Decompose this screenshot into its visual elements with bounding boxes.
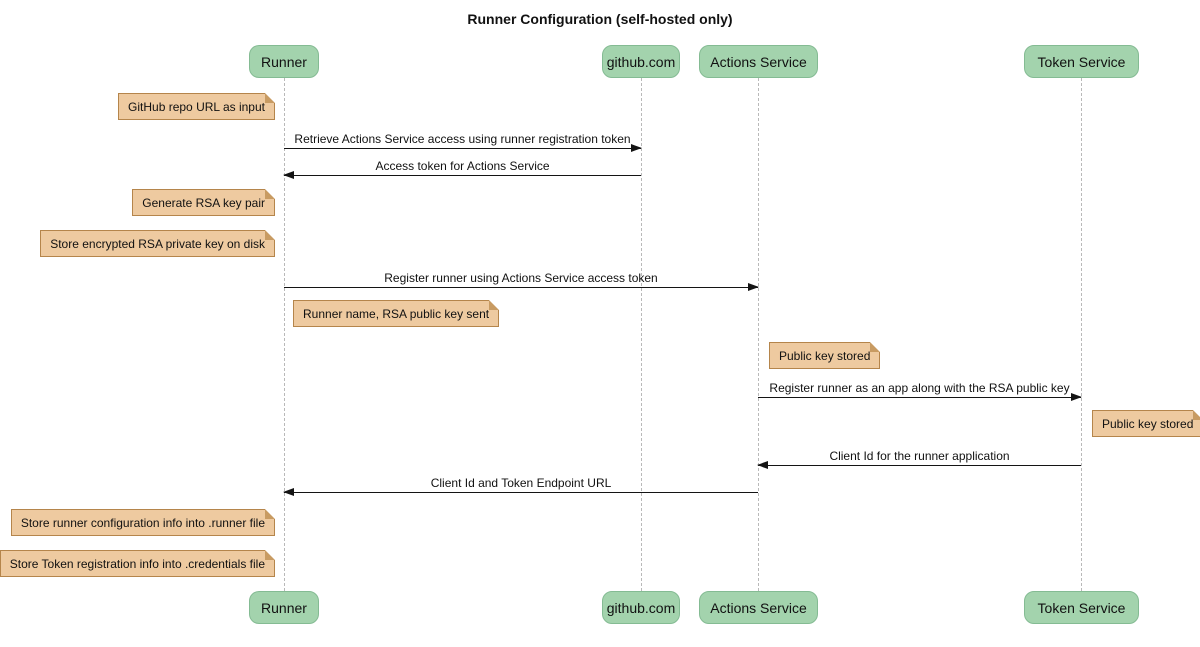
participant-actions-service-bottom: Actions Service: [699, 591, 818, 624]
note-github-repo-url: GitHub repo URL as input: [118, 93, 275, 120]
participant-actions-service-top: Actions Service: [699, 45, 818, 78]
message-register-runner: Register runner using Actions Service ac…: [284, 271, 759, 291]
arrowhead-left-icon: [283, 488, 294, 496]
message-line: [284, 283, 759, 291]
message-line: [284, 144, 642, 152]
message-label: Register runner as an app along with the…: [769, 381, 1070, 395]
arrowhead-right-icon: [748, 283, 759, 291]
arrowhead-right-icon: [631, 144, 642, 152]
message-register-runner-app: Register runner as an app along with the…: [758, 381, 1082, 401]
participant-github-top: github.com: [602, 45, 680, 78]
lifeline-token-service: [1081, 78, 1082, 591]
message-label: Client Id and Token Endpoint URL: [430, 476, 612, 490]
participant-runner-top: Runner: [249, 45, 319, 78]
lifeline-actions-service: [758, 78, 759, 591]
arrowhead-right-icon: [1071, 393, 1082, 401]
note-public-key-stored-actions: Public key stored: [769, 342, 881, 369]
note-store-credentials-file: Store Token registration info into .cred…: [0, 550, 276, 577]
message-line: [283, 171, 641, 179]
message-retrieve-actions-access: Retrieve Actions Service access using ru…: [284, 132, 642, 152]
arrowhead-left-icon: [757, 461, 768, 469]
participant-runner-bottom: Runner: [249, 591, 319, 624]
message-label: Retrieve Actions Service access using ru…: [294, 132, 631, 146]
participant-token-service-bottom: Token Service: [1024, 591, 1139, 624]
note-runner-name-sent: Runner name, RSA public key sent: [293, 300, 500, 327]
message-client-id-returned: Client Id for the runner application: [757, 449, 1081, 469]
message-label: Access token for Actions Service: [375, 159, 550, 173]
note-generate-rsa-key: Generate RSA key pair: [132, 189, 275, 216]
message-label: Client Id for the runner application: [829, 449, 1010, 463]
message-line: [757, 461, 1081, 469]
arrowhead-left-icon: [283, 171, 294, 179]
message-access-token-returned: Access token for Actions Service: [283, 159, 641, 179]
message-line: [758, 393, 1082, 401]
diagram-title: Runner Configuration (self-hosted only): [467, 11, 733, 27]
participant-github-bottom: github.com: [602, 591, 680, 624]
note-public-key-stored-token: Public key stored: [1092, 410, 1200, 437]
participant-token-service-top: Token Service: [1024, 45, 1139, 78]
lifeline-runner: [284, 78, 285, 591]
message-label: Register runner using Actions Service ac…: [384, 271, 658, 285]
message-line: [283, 488, 758, 496]
note-store-private-key: Store encrypted RSA private key on disk: [40, 230, 275, 257]
lifeline-github: [641, 78, 642, 591]
note-store-runner-file: Store runner configuration info into .ru…: [10, 509, 276, 536]
message-client-id-endpoint-url: Client Id and Token Endpoint URL: [283, 476, 758, 496]
